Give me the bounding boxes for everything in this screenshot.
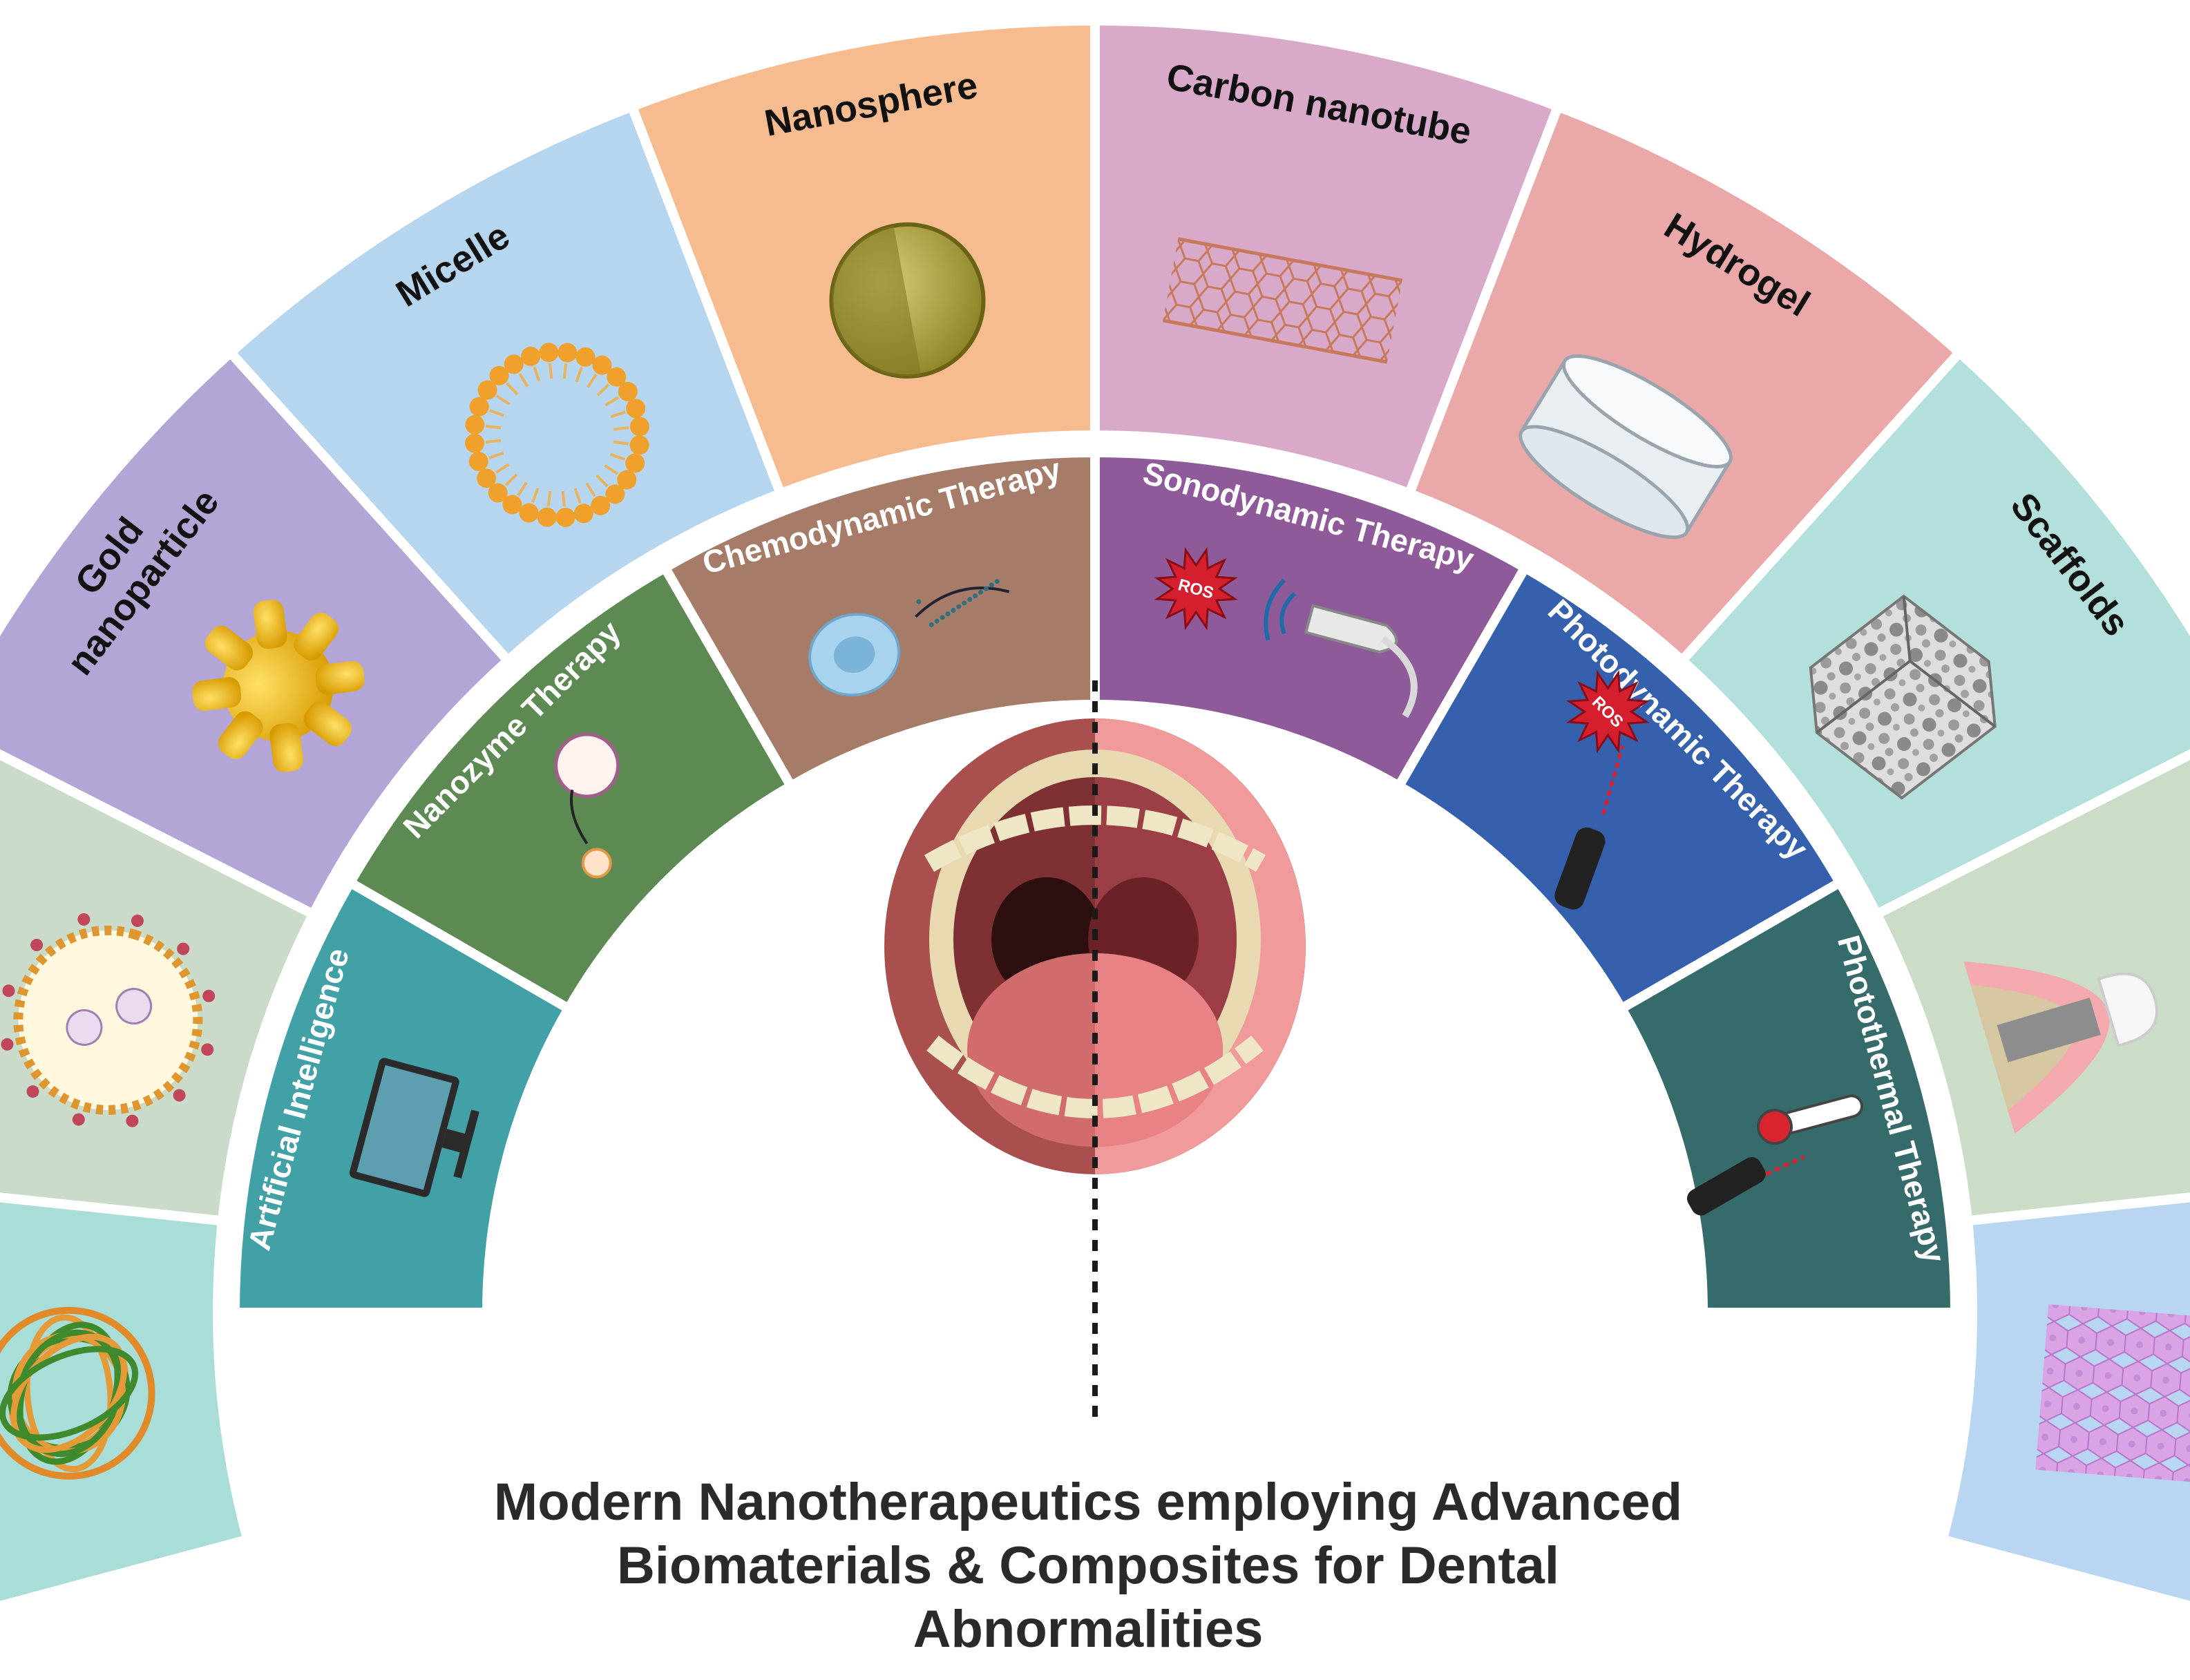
micelle-icon: [465, 343, 649, 527]
outer-segment-9: Cell Sheets: [1936, 1192, 2190, 1611]
computer-monitor-icon: [349, 1058, 479, 1197]
gold-nanoparticle-icon: [192, 600, 365, 772]
ultrasound-probe-icon: ROS: [1154, 546, 1418, 718]
carbon-nanotube-icon: [1162, 237, 1403, 364]
hydrogel-icon: [1518, 354, 1733, 540]
ros-burst-icon: ROS: [1154, 546, 1238, 631]
lipid-nanoparticle-icon: [1, 913, 216, 1127]
thermometer-laser-icon: [1687, 1094, 1864, 1216]
dental-implant-icon: [1963, 961, 2159, 1134]
diagram-title-line-3: Abnormalities: [913, 1600, 1264, 1659]
diagram-title-line-1: Modern Nanotherapeutics employing Advanc…: [494, 1473, 1682, 1531]
outer-segment-6: Hydrogel: [1403, 100, 1967, 668]
outer-segment-0: Polymernanoparticle: [0, 1192, 254, 1611]
outer-segment-8: Implants: [1870, 749, 2190, 1226]
cell-sheet-icon: [2035, 1304, 2190, 1482]
outer-segment-5: Carbon nanotube: [1090, 15, 1565, 500]
inner-segment-2: Chemodynamic Therapy: [658, 447, 1100, 793]
nanosphere-icon: [829, 222, 986, 379]
outer-segment-1: Lipid nanoparticle: [0, 749, 320, 1226]
scaffold-icon: [1809, 594, 1997, 800]
cell-particles-icon: [808, 579, 1010, 697]
outer-segment-7: Scaffolds: [1675, 345, 2190, 921]
diagram-title-line-2: Biomaterials & Composites for Dental: [617, 1536, 1559, 1595]
outer-ring: PolymernanoparticleLipid nanoparticleGol…: [0, 15, 2190, 1611]
nanozyme-icon: [554, 732, 620, 879]
outer-segment-4: Nanosphere: [625, 15, 1100, 500]
outer-segment-3: Micelle: [223, 100, 787, 668]
laser-pointer-icon: ROS: [1554, 669, 1650, 910]
ros-burst-icon: ROS: [1566, 669, 1650, 754]
inner-segment-5: Photothermal Therapy: [1615, 875, 1961, 1317]
